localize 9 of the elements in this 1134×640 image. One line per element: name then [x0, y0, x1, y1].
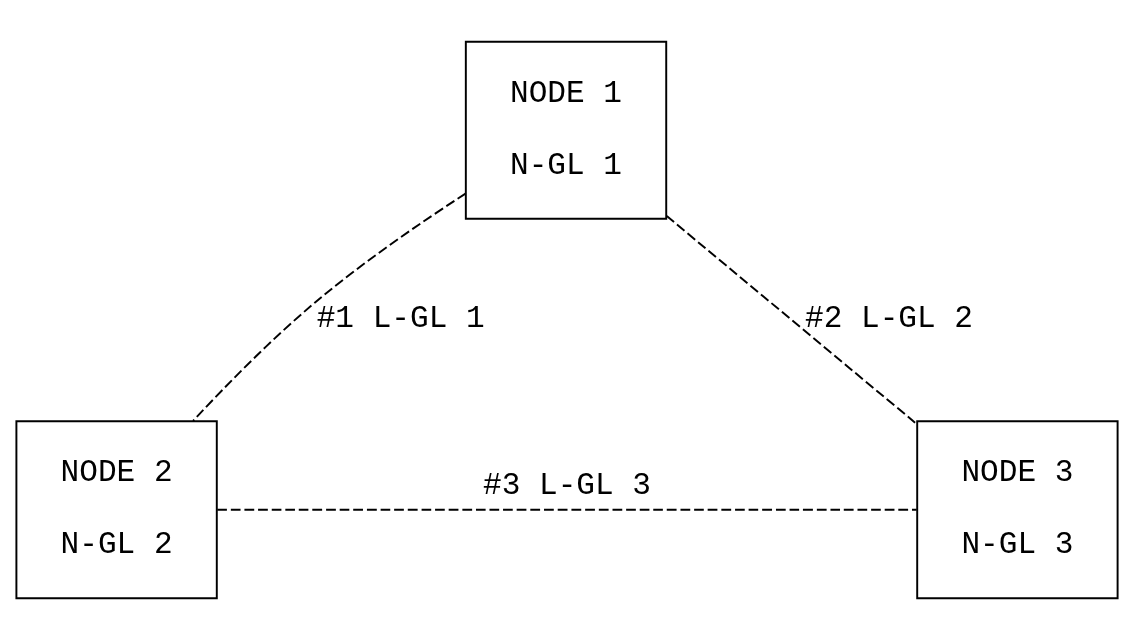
node-box: NODE 1 N-GL 1 — [464, 40, 668, 220]
edge-label: #2 L-GL 2 — [804, 301, 974, 337]
connector — [665, 215, 918, 426]
edge-label: #1 L-GL 1 — [316, 301, 485, 337]
node-box: NODE 2 N-GL 2 — [15, 420, 218, 600]
connector — [192, 192, 467, 422]
connector — [216, 508, 918, 511]
node-box: NODE 3 N-GL 3 — [916, 420, 1119, 600]
edge-label: #3 L-GL 3 — [482, 467, 652, 503]
